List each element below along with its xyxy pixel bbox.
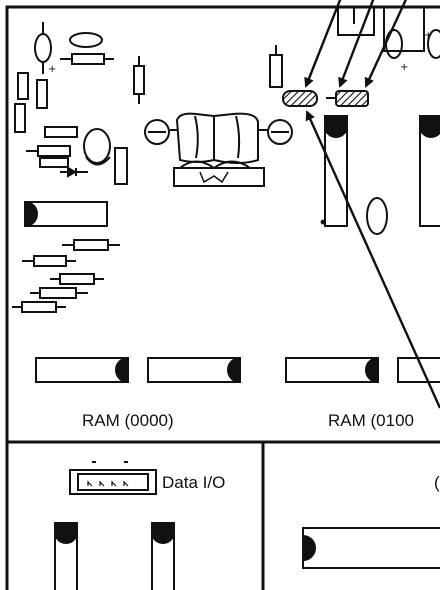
board-outline <box>5 5 440 590</box>
ram-chip-2 <box>147 356 241 384</box>
capacitor-c1: + <box>34 22 56 75</box>
resistor-ladder <box>12 239 120 313</box>
diode-d1 <box>60 166 88 178</box>
data-io-label: Data I/O <box>162 473 226 492</box>
ic-chip-bottom-2 <box>151 522 175 590</box>
resistor-r1 <box>60 53 114 65</box>
resistor-r4 <box>14 103 26 133</box>
resistor-r2 <box>17 72 29 100</box>
ic-chip-right-2 <box>419 115 440 227</box>
resistor-r5 <box>133 56 145 104</box>
resistor-r7 <box>269 45 283 88</box>
pointer-arrows <box>304 0 440 409</box>
transistor-t1 <box>83 128 111 166</box>
ram-chip-1 <box>35 356 129 384</box>
jumper-pads <box>282 90 369 107</box>
resistor-group-a <box>26 126 78 168</box>
resistor-r6 <box>114 147 128 185</box>
svg-text:+: + <box>48 64 56 75</box>
ic-chip-bottom-1 <box>54 522 78 590</box>
ram-chip-4 <box>397 357 440 383</box>
ram-0100-label: RAM (0100 <box>328 411 414 430</box>
crystal <box>366 197 388 235</box>
capacitor-c2 <box>69 32 103 48</box>
ram-0000-label: RAM (0000) <box>82 411 174 430</box>
cut-off-label: ( <box>434 473 440 492</box>
ram-chip-3 <box>285 356 379 384</box>
connector-top <box>337 6 425 52</box>
ic-chip-left <box>24 200 108 228</box>
heatsink-regulator <box>144 112 293 187</box>
resistor-r3 <box>36 79 48 109</box>
ic-chip-right-1 <box>324 115 348 227</box>
svg-text:+: + <box>400 62 408 73</box>
svg-text:+: + <box>424 30 432 41</box>
ic-chip-bottom-3 <box>302 527 440 569</box>
data-io-connector <box>69 461 157 495</box>
